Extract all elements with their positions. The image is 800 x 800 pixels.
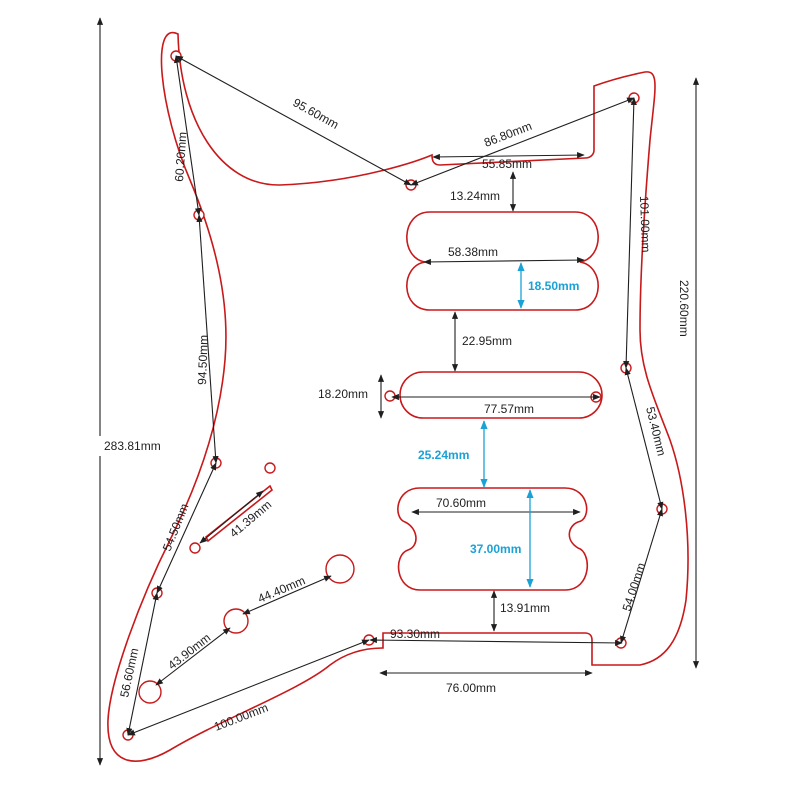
label-right-height: 220.60mm <box>677 280 691 337</box>
label-right-upper-edge: 101.00mm <box>637 196 653 253</box>
dim-bottom-cutout-width <box>369 637 623 646</box>
dim-right-upper-edge <box>623 97 637 369</box>
label-bottom-diagonal: 100.00mm <box>212 700 270 733</box>
dim-bottom-diagonal <box>127 639 370 736</box>
dim-left-middle-edge <box>196 214 219 464</box>
label-pickup-gap: 22.95mm <box>462 334 512 348</box>
label-top-left-diagonal: 95.60mm <box>291 95 342 132</box>
dim-top-right-diagonal <box>410 97 635 186</box>
label-left-bottom-edge: 56.60mm <box>117 647 141 699</box>
label-bottom-cutout-width: 93.30mm <box>390 627 440 641</box>
label-neck-pickup-height: 18.50mm <box>528 279 579 293</box>
label-bridge-pickup-height: 37.00mm <box>470 542 521 556</box>
bridge-pickup-cutout <box>397 487 589 591</box>
dim-switch-slot <box>199 490 264 544</box>
dim-top-left-diagonal <box>175 55 412 186</box>
label-left-upper-edge: 60.20mm <box>172 131 189 182</box>
label-middle-pickup-height: 18.20mm <box>318 387 368 401</box>
dim-right-lower-edge <box>620 508 663 644</box>
tone-knob-hole-1 <box>223 608 249 634</box>
label-bridge-pickup-width: 70.60mm <box>436 496 486 510</box>
label-switch-slot: 41.39mm <box>227 497 274 540</box>
label-bottom-notch-width: 76.00mm <box>446 681 496 695</box>
label-bottom-gap: 13.91mm <box>500 601 550 615</box>
dim-knob-spacing-1 <box>242 575 332 615</box>
label-left-middle-edge: 94.50mm <box>195 335 211 385</box>
dim-right-middle-edge <box>624 367 664 510</box>
label-right-lower-edge: 54.00mm <box>620 561 649 613</box>
label-middle-bridge-gap: 25.24mm <box>418 448 469 462</box>
dim-left-upper-edge <box>173 55 202 216</box>
label-overall-height: 283.81mm <box>104 439 161 453</box>
neck-pickup-cutout <box>406 211 599 311</box>
dim-neck-pickup-width <box>423 257 585 265</box>
dim-top-notch-width <box>432 152 585 160</box>
label-neck-pickup-width: 58.38mm <box>448 245 498 259</box>
volume-knob-hole <box>325 554 355 584</box>
label-knob-spacing-2: 43.90mm <box>165 631 213 673</box>
label-top-right-diagonal: 86.80mm <box>482 119 534 150</box>
label-top-notch-width: 55.85mm <box>482 157 532 171</box>
label-top-gap: 13.24mm <box>450 189 500 203</box>
dim-left-lower-edge <box>156 462 217 594</box>
label-middle-pickup-width: 77.57mm <box>484 402 534 416</box>
